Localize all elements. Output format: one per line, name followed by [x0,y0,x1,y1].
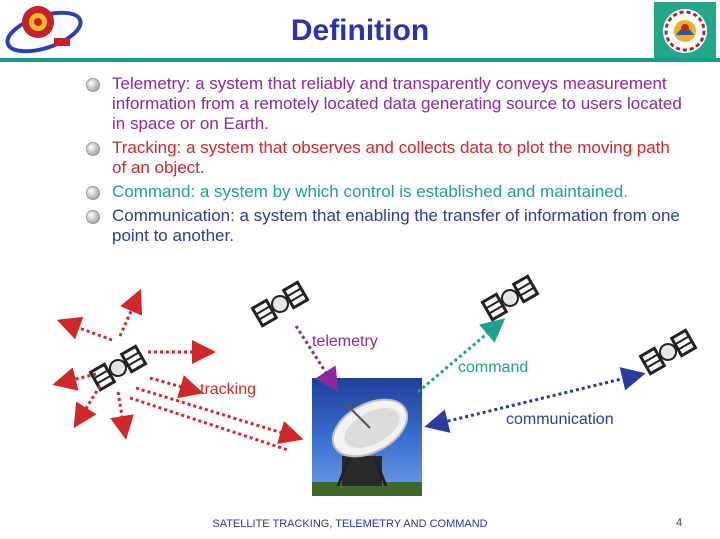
title-divider [0,58,720,62]
slide-title: Definition [290,14,430,47]
bullet-icon [86,210,100,224]
list-item: Tracking: a system that observes and col… [86,138,686,178]
communication-definition: Communication: a system that enabling th… [112,206,680,245]
tracking-arrow [73,385,102,429]
communication-arrow [424,367,646,433]
satellite-icon [480,274,540,322]
tracking-arrow [149,375,204,399]
satellite-icon [88,344,148,392]
bullet-icon [86,186,100,200]
tracking-definition: Tracking: a system that observes and col… [112,138,670,177]
organization-logo-icon [654,2,716,60]
bullet-icon [86,78,100,92]
satellite-icon [250,280,310,328]
tracking-arrow [110,391,134,440]
communication-label: communication [506,411,614,428]
list-item: Command: a system by which control is es… [86,182,686,202]
telemetry-definition: Telemetry: a system that reliably and tr… [112,74,682,133]
satellite-icon [638,328,698,376]
bullet-icon [86,142,100,156]
tracking-label: tracking [200,381,256,398]
command-definition: Command: a system by which control is es… [112,182,628,201]
radar-dish-photo [312,378,422,496]
list-item: Telemetry: a system that reliably and tr… [86,74,686,134]
list-item: Communication: a system that enabling th… [86,206,686,246]
stc-diagram: telemetry tracking command communication [52,274,698,452]
tracking-arrow [56,316,113,342]
telemetry-label: telemetry [312,333,378,350]
radar-dish-icon [312,398,422,496]
page-number: 4 [676,517,683,529]
definition-list: Telemetry: a system that reliably and tr… [86,74,686,250]
tracking-arrow [118,289,143,337]
organization-logo-icon [5,6,83,54]
telemetry-arrow [294,325,339,393]
slide-footer: SATELLITE TRACKING, TELEMETRY AND COMMAN… [212,518,488,530]
command-arrow [417,318,506,394]
command-label: command [458,359,528,376]
tracking-arrow [129,396,289,452]
